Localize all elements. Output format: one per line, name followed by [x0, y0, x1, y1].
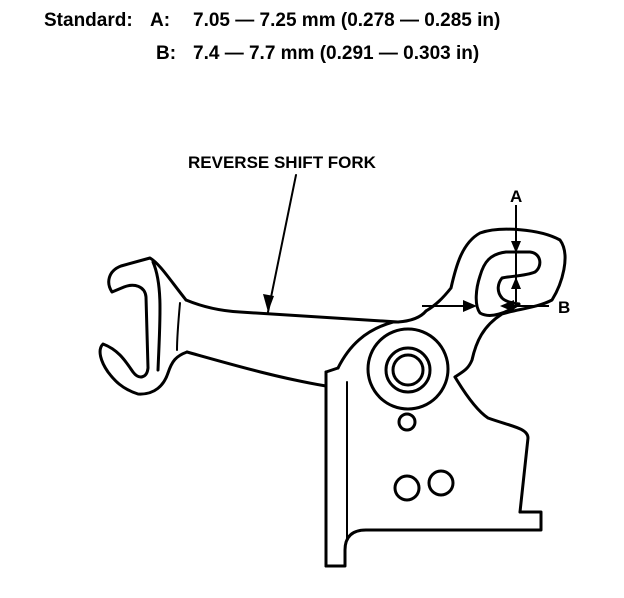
fork-arm-upper: [184, 298, 428, 324]
boss-outer: [366, 327, 450, 411]
spec-value-b: 7.4 — 7.7 mm (0.291 — 0.303 in): [193, 43, 480, 64]
spec-label-b: B:: [156, 43, 177, 64]
hook-outline: [424, 227, 567, 379]
part-label: REVERSE SHIFT FORK: [188, 153, 377, 172]
body-top-left: [324, 366, 340, 374]
spec-value-a: 7.05 — 7.25 mm (0.278 — 0.285 in): [193, 10, 501, 31]
dim-a-arrow-down: [511, 241, 521, 253]
boss-middle: [384, 346, 432, 394]
lower-hole-left: [393, 474, 421, 502]
fork-arm-lower: [185, 350, 328, 388]
spec-prefix: Standard:: [44, 10, 133, 31]
small-hole: [397, 412, 417, 432]
dim-b-label: B: [558, 298, 570, 317]
spec-label-a: A:: [150, 10, 171, 31]
dim-b-arrow-left: [500, 300, 514, 312]
hook-slot: [474, 250, 542, 317]
fork-arm-shading: [176, 302, 181, 351]
plate-bottom-step: [324, 510, 543, 568]
fork-jaw-outline: [98, 256, 189, 396]
part-label-leader: [267, 174, 297, 313]
plate-right-edge: [453, 375, 530, 514]
dim-a-label: A: [510, 187, 522, 206]
dim-b-arrow-right: [463, 300, 477, 312]
part-label-arrowhead: [263, 294, 274, 312]
fork-body-outline: [336, 320, 400, 370]
lower-hole-right: [427, 469, 455, 497]
fork-jaw-inner-edge: [151, 260, 162, 372]
boss-inner: [391, 353, 425, 387]
dim-a-arrow-up: [511, 277, 521, 289]
